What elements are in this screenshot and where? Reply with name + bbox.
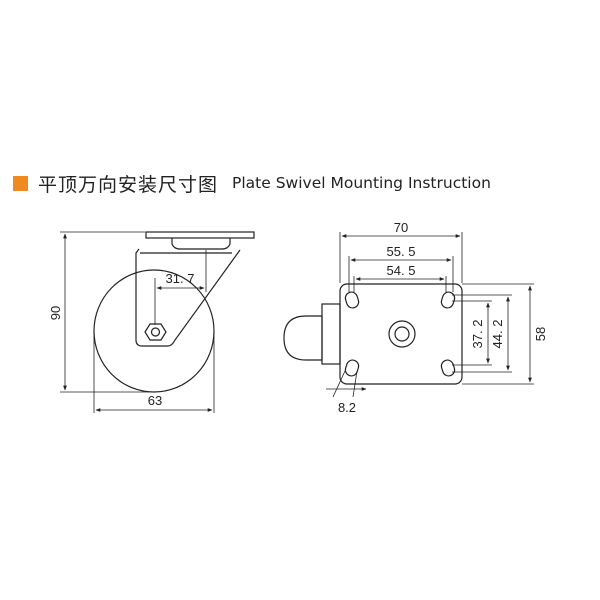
axle-hex-nut bbox=[144, 323, 167, 341]
slot-top-right bbox=[440, 291, 456, 309]
fork-outline bbox=[135, 248, 241, 347]
swivel-head bbox=[171, 238, 231, 250]
slot-bottom-left bbox=[344, 359, 360, 377]
plate-view bbox=[283, 283, 463, 385]
height-label: 90 bbox=[48, 306, 63, 320]
title-marker-square bbox=[13, 175, 28, 191]
slot-width-label: 8.2 bbox=[338, 400, 356, 415]
width-label: 63 bbox=[148, 393, 162, 408]
wheel-profile bbox=[283, 315, 323, 361]
slot-top-left bbox=[344, 291, 360, 309]
title-english: Plate Swivel Mounting Instruction bbox=[232, 174, 491, 192]
axle-hole bbox=[150, 327, 161, 337]
offset-label: 31. 7 bbox=[166, 271, 195, 286]
slot-bottom-right bbox=[440, 359, 456, 377]
side-view-dimensions bbox=[60, 231, 215, 413]
title-chinese: 平顶万向安装尺寸图 bbox=[38, 173, 219, 196]
plate-view-dimensions bbox=[326, 232, 534, 398]
top-plate bbox=[145, 231, 255, 239]
center-boss-inner bbox=[394, 326, 410, 342]
swivel-profile bbox=[321, 303, 341, 365]
side-view bbox=[93, 231, 255, 393]
section-title: 平顶万向安装尺寸图 Plate Swivel Mounting Instruct… bbox=[13, 168, 491, 198]
mounting-plate bbox=[339, 283, 463, 385]
outer-span-label: 55. 5 bbox=[387, 244, 416, 259]
inner-span-label: 54. 5 bbox=[387, 263, 416, 278]
outer-vertical-label: 44. 2 bbox=[490, 320, 505, 349]
plate-height-label: 58 bbox=[533, 327, 548, 341]
center-boss-outer bbox=[388, 320, 416, 348]
plate-width-label: 70 bbox=[394, 220, 408, 235]
slot-width-ext-left bbox=[332, 370, 346, 398]
inner-vertical-label: 37. 2 bbox=[470, 320, 485, 349]
slot-width-ext-right bbox=[352, 370, 358, 398]
